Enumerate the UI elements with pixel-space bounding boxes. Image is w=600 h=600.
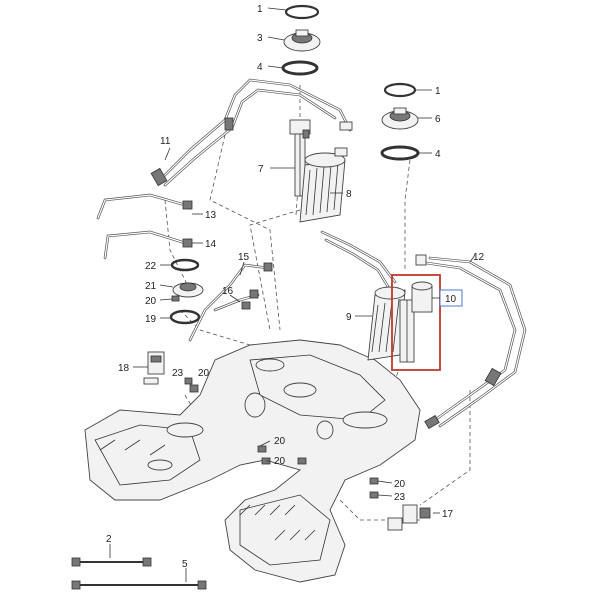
callout-2: 2: [106, 534, 112, 545]
fuel-tank: [84, 339, 421, 583]
callout-19: 19: [145, 314, 157, 325]
part-bracket-18: [143, 351, 165, 385]
callout-20b: 20: [198, 368, 210, 379]
callout-1a: 1: [257, 4, 263, 15]
callout-7: 7: [258, 164, 264, 175]
callout-labels: 1 3 4 1 6 4 11 7 8 13 14 12 22 15 21 20 …: [106, 4, 485, 570]
callout-15: 15: [238, 252, 250, 263]
part-hose-11: [150, 78, 353, 187]
callout-10: 10: [445, 294, 457, 305]
callout-5: 5: [182, 559, 188, 570]
part-pump-9: [367, 286, 406, 361]
callout-18: 18: [118, 363, 130, 374]
callout-20e: 20: [394, 479, 406, 490]
part-flange-6: [381, 107, 419, 130]
callout-14: 14: [205, 239, 217, 250]
callout-23b: 23: [394, 492, 406, 503]
part-seal-22: [170, 258, 200, 272]
part-clip-20a: [171, 295, 180, 302]
callout-22: 22: [145, 261, 157, 272]
part-valve-21: [172, 282, 204, 298]
part-connector-17: [387, 504, 431, 531]
part-pipe-16: [213, 289, 260, 312]
part-10-highlight-box: [391, 274, 441, 371]
callout-1b: 1: [435, 86, 441, 97]
callout-leaders: [109, 7, 476, 582]
callout-6: 6: [435, 114, 441, 125]
callout-23a: 23: [172, 368, 184, 379]
part-module-10: [391, 274, 441, 371]
callout-21: 21: [145, 281, 157, 292]
part-lock-ring-1b: [383, 82, 417, 98]
part-pipe-14: [103, 230, 193, 260]
callout-17: 17: [442, 509, 454, 520]
part-flange-3: [283, 29, 321, 52]
part-strap-5: [71, 580, 207, 590]
part-hose-to-9: [320, 230, 397, 292]
callout-11: 11: [160, 136, 171, 147]
callout-16: 16: [222, 286, 234, 297]
part-strap-2: [71, 557, 152, 567]
part-pipe-15: [188, 262, 273, 342]
callout-20d: 20: [274, 456, 286, 467]
part-seal-4b: [380, 145, 420, 161]
callout-8: 8: [346, 189, 352, 200]
callout-13: 13: [205, 210, 217, 221]
part-seal-4a: [281, 60, 319, 76]
part-lock-ring-1a: [284, 4, 320, 20]
part-pipe-13: [96, 193, 193, 220]
callout-4b: 4: [435, 149, 441, 160]
callout-4a: 4: [257, 62, 263, 73]
part-filter-8: [299, 147, 348, 223]
callout-9: 9: [346, 312, 352, 323]
part-sender-7: [289, 119, 311, 197]
callout-12: 12: [473, 252, 485, 263]
callout-3: 3: [257, 33, 263, 44]
part-hose-12: [415, 254, 527, 430]
part-ring-19: [169, 309, 201, 325]
callout-20a: 20: [145, 296, 157, 307]
callout-20c: 20: [274, 436, 286, 447]
